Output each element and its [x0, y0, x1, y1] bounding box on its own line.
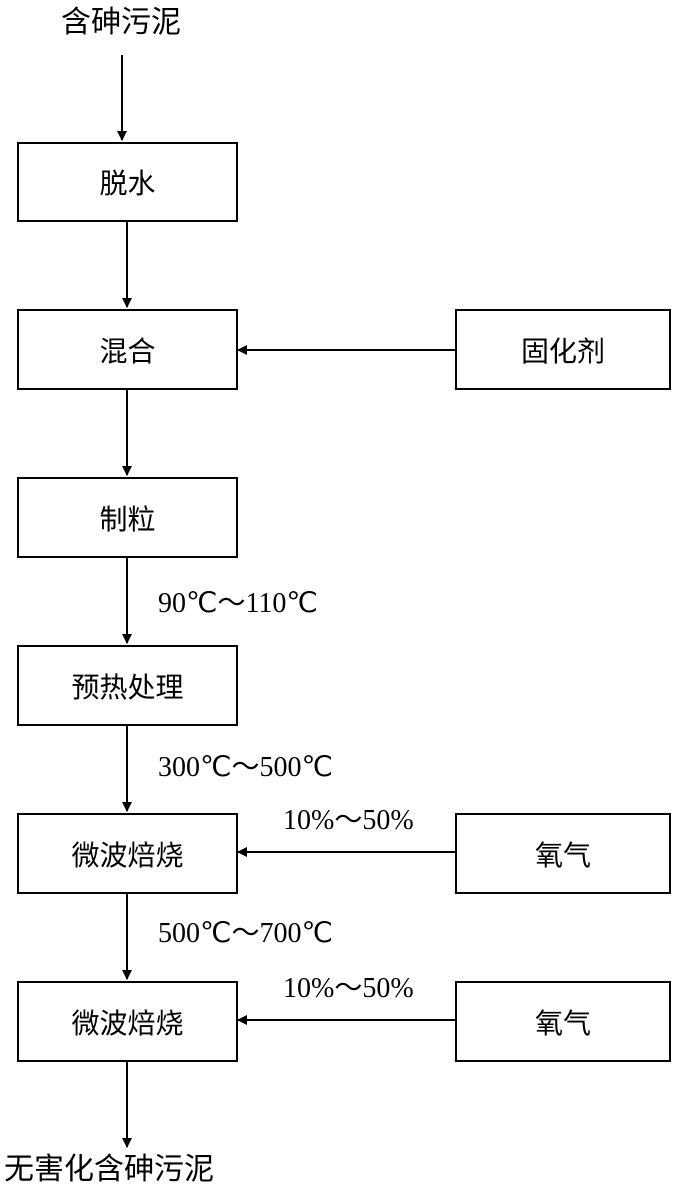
step-label: 制粒: [99, 502, 156, 536]
input-label: 含砷污泥: [61, 5, 181, 40]
step-microwave-roasting-1: 微波焙烧: [17, 813, 238, 894]
oxygen-concentration-2: 10%～50%: [283, 973, 414, 1004]
side-input-oxygen-2: 氧气: [455, 981, 671, 1062]
step-label: 微波焙烧: [71, 838, 184, 872]
side-input-label: 氧气: [534, 1006, 591, 1040]
step-label: 脱水: [99, 167, 156, 200]
temperature-preheat-roast1: 300℃～500℃: [158, 752, 333, 783]
step-mixing: 混合: [17, 309, 238, 390]
step-microwave-roasting-2: 微波焙烧: [17, 981, 238, 1062]
step-label: 微波焙烧: [71, 1006, 184, 1040]
oxygen-concentration-1: 10%～50%: [283, 805, 414, 836]
side-input-label: 氧气: [534, 838, 591, 872]
side-input-curing-agent: 固化剂: [455, 309, 671, 390]
temperature-roast1-roast2: 500℃～700℃: [158, 918, 333, 949]
step-preheating: 预热处理: [17, 645, 238, 726]
side-input-label: 固化剂: [520, 334, 605, 368]
temperature-granulate-preheat: 90℃～110℃: [158, 588, 318, 619]
step-granulation: 制粒: [17, 477, 238, 558]
output-label: 无害化含砷污泥: [4, 1152, 214, 1187]
step-dewatering: 脱水: [17, 142, 238, 222]
step-label: 预热处理: [71, 670, 184, 704]
step-label: 混合: [99, 334, 156, 368]
side-input-oxygen-1: 氧气: [455, 813, 671, 894]
